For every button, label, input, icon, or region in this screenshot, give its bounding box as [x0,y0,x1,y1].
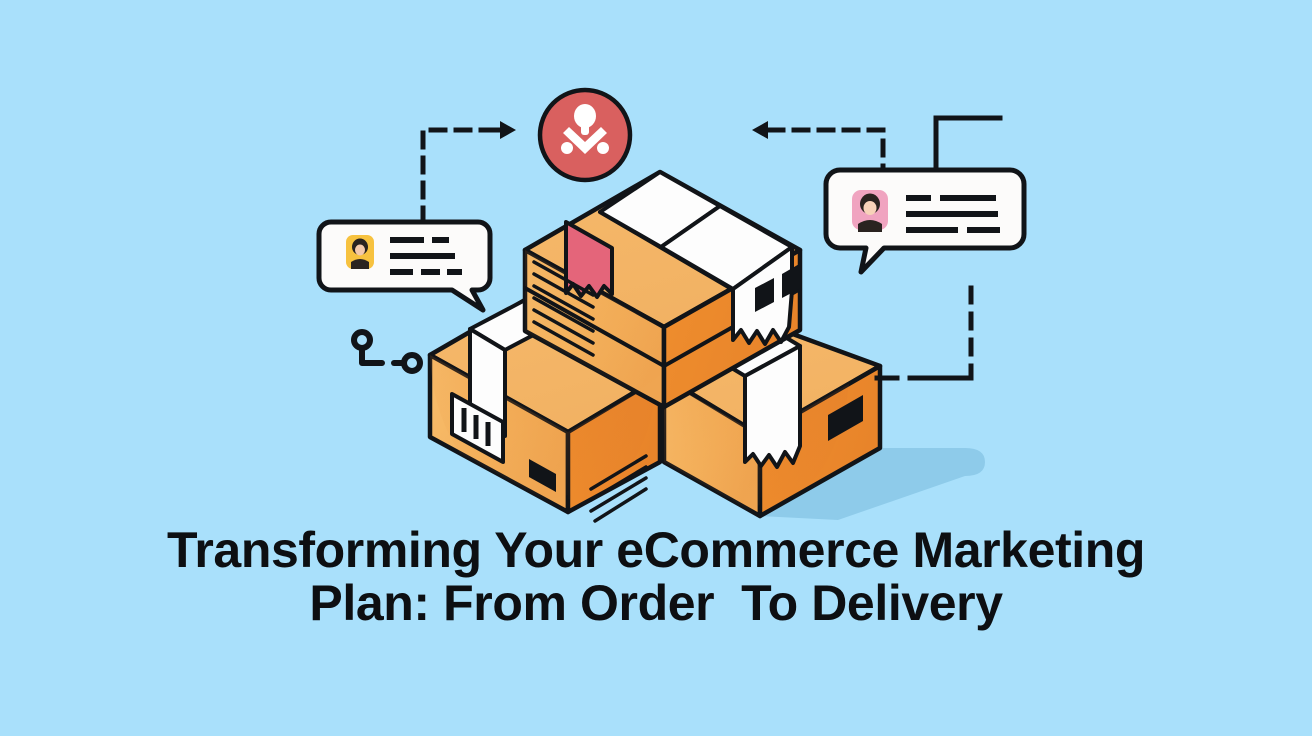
box-top [522,169,803,410]
box-ground-shadow [760,448,985,520]
box-bottom-right [661,319,883,519]
black-slot-mark-bottom-left [529,459,556,492]
shopping-cart-icon [561,104,609,154]
red-tape-flag [564,220,614,299]
bottom-right-dashed-connector [874,285,974,381]
crease-lines-bottom-left [589,454,648,523]
left-dashed-arrow-connector [420,121,516,225]
right-bubble-text-lines [906,195,1000,233]
black-slot-marks-top-box [755,263,801,312]
right-bubble-avatar [852,190,888,232]
left-chat-bubble[interactable] [316,219,493,313]
left-bubble-text-lines [390,237,462,275]
crease-lines-top-box [532,260,595,357]
right-chat-bubble[interactable] [823,167,1027,275]
black-slot-mark-bottom-right [828,395,863,441]
left-bubble-avatar [346,235,374,269]
delivery-cart-badge[interactable] [537,87,633,183]
node-link-icon [351,329,423,374]
barcode-shipping-label [450,392,505,464]
